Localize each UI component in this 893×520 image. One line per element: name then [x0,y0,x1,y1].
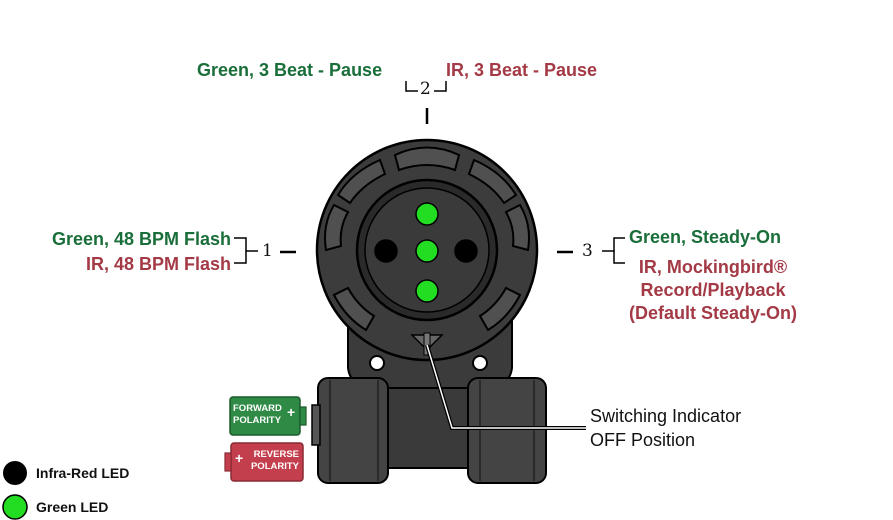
p3-ir-line2: Record/Playback [640,280,786,300]
p2-ir-label: IR, 3 Beat - Pause [446,60,598,80]
green-led-center [415,239,439,263]
p2-green-label: Green, 3 Beat - Pause [197,60,383,80]
forward-polarity-text: FORWARD POLARITY [233,403,282,427]
reverse-line1: REVERSE [253,449,299,460]
forward-plus-sign: + [287,404,296,420]
p3-green-label: Green, Steady-On [629,227,782,247]
reverse-polarity-text: REVERSE POLARITY [245,449,299,473]
reverse-line2: POLARITY [250,461,299,472]
indicator-line1: Switching Indicator [590,406,742,426]
p1-green-label: Green, 48 BPM Flash [51,229,231,249]
rail-clamp-right [467,377,547,484]
forward-line2: POLARITY [233,415,282,426]
mount-hole-right [472,355,488,371]
position-number-3: 3 [582,241,593,261]
reverse-polarity-battery [224,442,304,482]
position-number-1: 1 [262,241,273,261]
legend-ir-dot [3,461,27,485]
label-brackets [234,81,625,264]
forward-line1: FORWARD [233,403,282,414]
green-led-bottom [415,279,439,303]
p3-ir-line3: (Default Steady-On) [628,303,797,323]
forward-polarity-battery [229,396,307,436]
p3-ir-line1: IR, Mockingbird® [638,257,788,277]
indicator-line2: OFF Position [590,430,696,450]
legend-ir-label: Infra-Red LED [36,465,130,481]
ir-led-left [374,239,398,263]
position-number-2: 2 [420,79,431,99]
dial-grips [324,146,530,332]
reverse-plus-sign: + [235,450,244,466]
green-led-top [415,202,439,226]
legend-green-dot [2,494,28,520]
legend-green-label: Green LED [36,499,109,515]
ir-led-right [454,239,478,263]
p3-ir-label-block: IR, Mockingbird® Record/Playback (Defaul… [608,256,818,325]
p1-ir-label: IR, 48 BPM Flash [85,254,231,274]
mount-hole-left [369,355,385,371]
